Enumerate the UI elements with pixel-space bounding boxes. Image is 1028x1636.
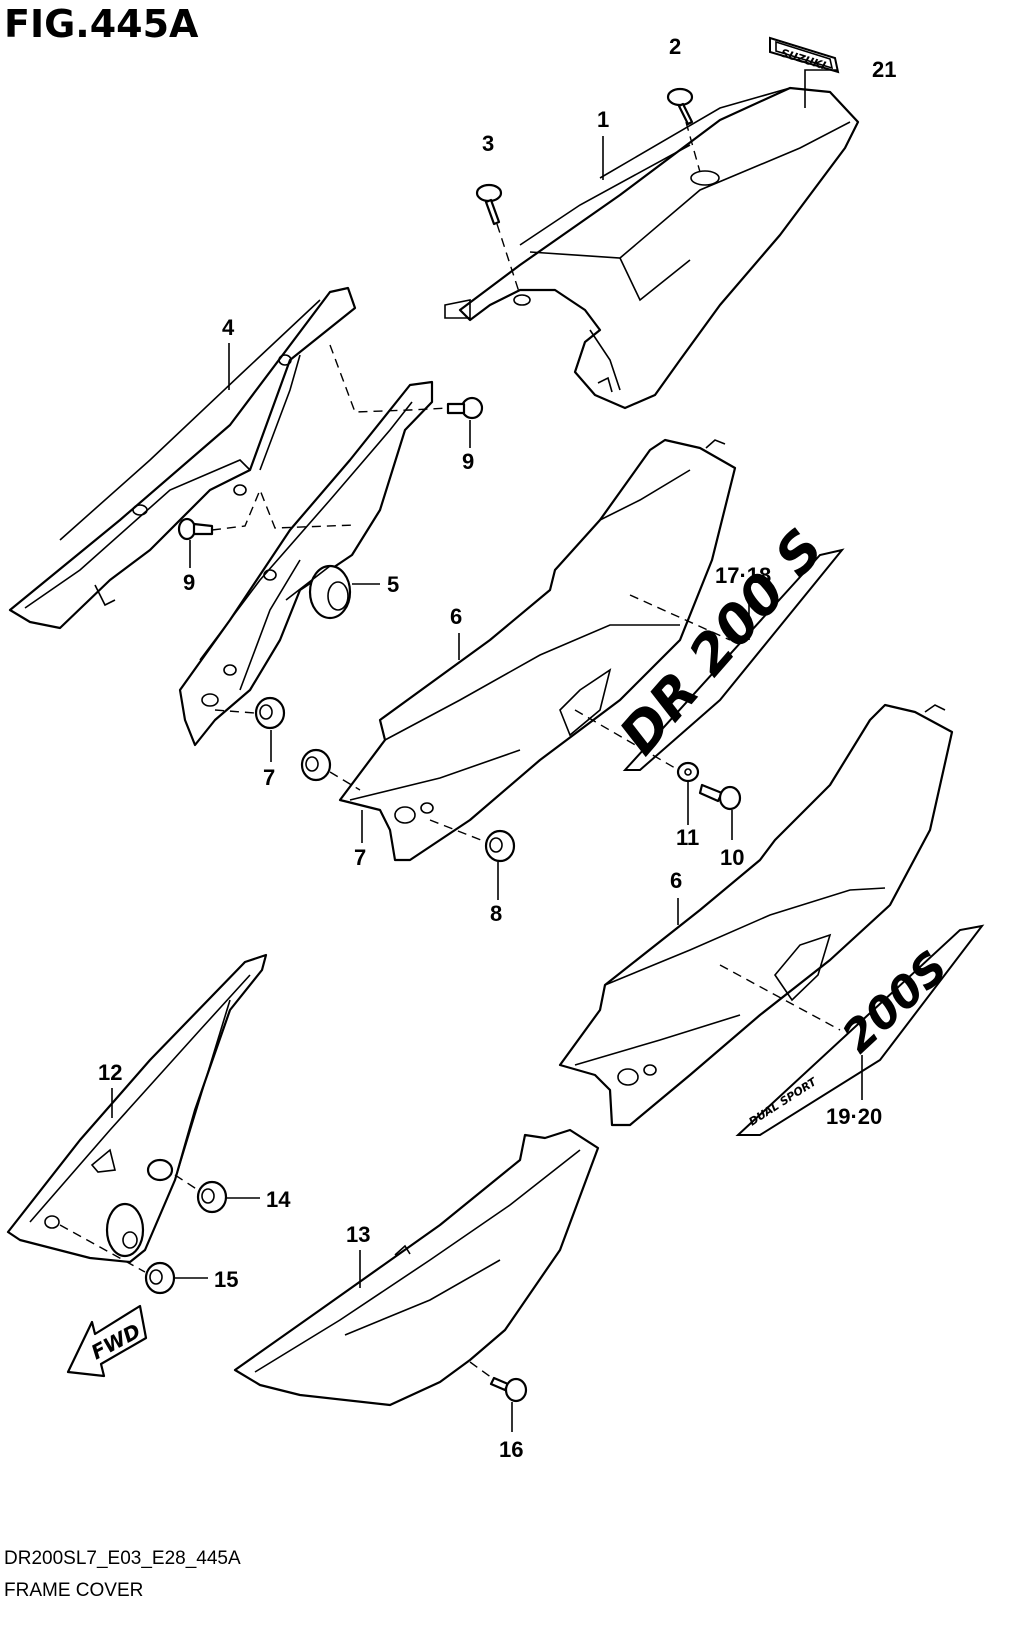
emblem-part-21: SUZUKI xyxy=(769,36,840,74)
side-rail-part-4 xyxy=(8,286,357,630)
callout-12: 12 xyxy=(98,1060,122,1085)
diagram-code: DR200SL7_E03_E28_445A xyxy=(4,1548,241,1569)
bolt-part-3 xyxy=(475,183,503,226)
callout-13: 13 xyxy=(346,1222,370,1247)
grommet-part-7-lower xyxy=(300,748,332,782)
callout-2: 2 xyxy=(669,34,681,59)
callout-labels: 1 2 3 21 4 9 9 5 6 17·18 7 7 8 11 10 6 1… xyxy=(98,34,896,1462)
callout-9-lower: 9 xyxy=(183,570,195,595)
callout-4: 4 xyxy=(222,315,235,340)
callout-15: 15 xyxy=(214,1267,238,1292)
leader-lines xyxy=(111,69,863,1432)
screw-part-9-upper xyxy=(446,396,484,420)
callout-8: 8 xyxy=(490,901,502,926)
grommet-part-7-upper xyxy=(254,696,286,730)
screw-part-9-lower xyxy=(177,517,214,541)
callout-19-20: 19·20 xyxy=(826,1104,882,1129)
frame-cover-right-part-6 xyxy=(558,703,954,1127)
washer-part-11 xyxy=(676,761,700,783)
forward-direction-arrow: FWD xyxy=(66,1304,148,1378)
grommet-part-8 xyxy=(484,829,516,863)
grommet-part-14 xyxy=(196,1180,228,1214)
callout-21: 21 xyxy=(872,57,896,82)
callout-10: 10 xyxy=(720,845,744,870)
callout-5: 5 xyxy=(387,572,399,597)
figure-title: FIG.445A xyxy=(4,2,199,46)
bolt-part-2 xyxy=(666,87,694,126)
callout-14: 14 xyxy=(266,1187,291,1212)
bolt-part-10 xyxy=(698,783,742,811)
callout-3: 3 xyxy=(482,131,494,156)
callout-7-upper: 7 xyxy=(263,765,275,790)
grommet-part-15 xyxy=(144,1261,176,1295)
frame-cover-left-part-6 xyxy=(338,438,737,862)
callout-7-lower: 7 xyxy=(354,845,366,870)
decal-19-20-text: 200S xyxy=(833,941,958,1063)
callout-16: 16 xyxy=(499,1437,523,1462)
callout-17-18: 17·18 xyxy=(715,563,771,588)
frame-bracket-part-5 xyxy=(178,380,434,747)
callout-1: 1 xyxy=(597,107,609,132)
bolt-part-16 xyxy=(489,1376,528,1403)
callout-6-upper: 6 xyxy=(450,604,462,629)
assembly-lines xyxy=(59,121,841,1379)
lower-side-cover-part-13 xyxy=(233,1128,600,1407)
rear-tail-cover-part-1 xyxy=(444,86,860,410)
callout-11: 11 xyxy=(676,825,699,850)
lower-bracket-part-12 xyxy=(6,953,268,1264)
diagram-name: FRAME COVER xyxy=(4,1580,144,1601)
callout-6-lower: 6 xyxy=(670,868,682,893)
callout-9-upper: 9 xyxy=(462,449,474,474)
